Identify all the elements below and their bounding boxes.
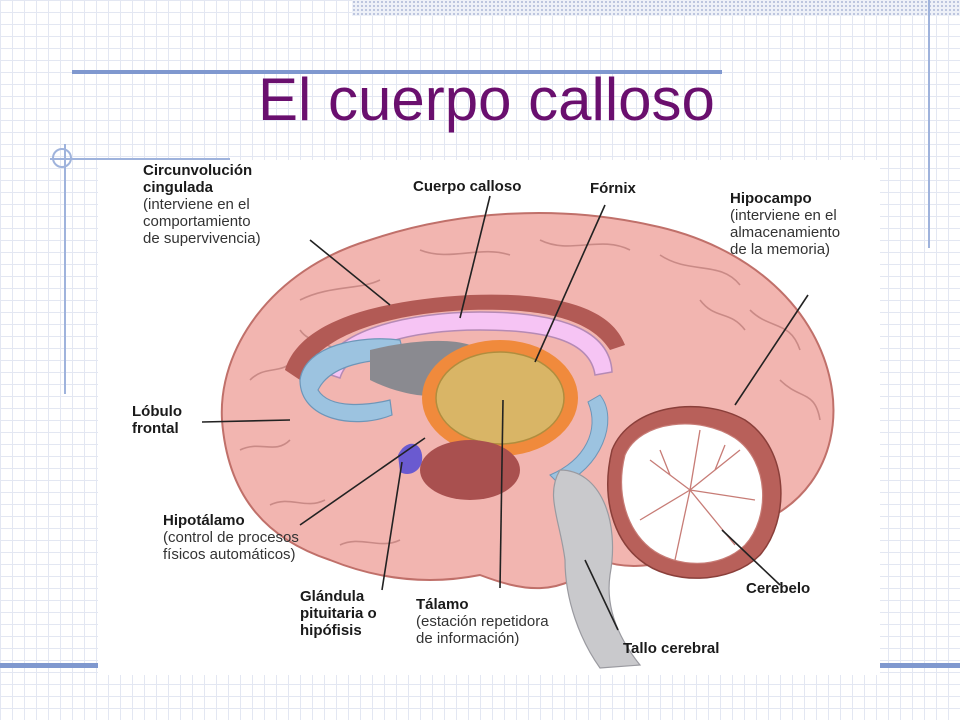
thalamus-title: Tálamo (416, 596, 469, 613)
hypothalamus-desc-1: (control de procesos (163, 529, 299, 546)
left-rule-horizontal (50, 158, 230, 160)
brain-illustration (201, 195, 835, 669)
arbor-vitae-lines (639, 429, 756, 561)
thalamus (435, 351, 565, 445)
title-rule (72, 70, 722, 74)
bottom-rule-right (880, 663, 960, 668)
frontal-lobe-title-2: frontal (132, 420, 179, 437)
pituitary-title-2: pituitaria o (300, 605, 377, 622)
brain-diagram: Circunvolución cingulada (interviene en … (98, 160, 880, 675)
leader-lines (201, 195, 809, 631)
label-cerebellum: Cerebelo (746, 580, 810, 597)
fornix-title: Fórnix (590, 180, 636, 197)
cingulate-desc-3: de supervivencia) (143, 230, 261, 247)
cingulate-title-1: Circunvolución (143, 162, 253, 179)
top-dotted-band (352, 0, 960, 16)
hypothalamus-title: Hipotálamo (163, 512, 245, 529)
cingulate-desc-1: (interviene en el (143, 196, 250, 213)
cerebellum-arbor (621, 423, 764, 564)
cerebellum-title: Cerebelo (746, 580, 811, 597)
label-cingulate: Circunvolución cingulada (interviene en … (143, 162, 261, 247)
brainstem-shape (552, 469, 642, 669)
bottom-rule-left (0, 663, 98, 668)
midbrain-tissue (420, 440, 520, 500)
label-pituitary: Glándula pituitaria o hipófisis (300, 588, 377, 639)
label-corpus-callosum: Cuerpo calloso (413, 178, 521, 195)
left-rule-vertical (64, 144, 66, 394)
slide-title: El cuerpo calloso (258, 66, 715, 133)
right-rule-vertical (928, 0, 930, 248)
pituitary-title-3: hipófisis (300, 622, 362, 639)
hypothalamus-desc-2: físicos automáticos) (163, 546, 296, 563)
label-frontal-lobe: Lóbulo frontal (132, 403, 182, 437)
pituitary-title-1: Glándula (300, 588, 365, 605)
corpus-callosum (321, 311, 613, 379)
brainstem-title: Tallo cerebral (623, 640, 720, 657)
label-brainstem: Tallo cerebral (623, 640, 719, 657)
cingulate-title-2: cingulada (143, 179, 214, 196)
label-fornix: Fórnix (590, 180, 636, 197)
pituitary-gland (398, 443, 423, 475)
cingulate-gyrus (285, 294, 625, 380)
corpus-callosum-title: Cuerpo calloso (413, 178, 522, 195)
thalamus-desc-1: (estación repetidora (416, 613, 549, 630)
frontal-lobe-title-1: Lóbulo (132, 403, 182, 420)
label-thalamus: Tálamo (estación repetidora de informaci… (416, 596, 549, 647)
hippocampus-title: Hipocampo (730, 190, 812, 207)
hippocampus-desc-3: de la memoria) (730, 241, 831, 258)
label-hypothalamus: Hipotálamo (control de procesos físicos … (163, 512, 299, 563)
thalamus-desc-2: de información) (416, 630, 520, 647)
hippocampus-desc-2: almacenamiento (730, 224, 841, 241)
cingulate-desc-2: comportamiento (143, 213, 251, 230)
label-hippocampus: Hipocampo (interviene en el almacenamien… (730, 190, 840, 258)
hippocampus-desc-1: (interviene en el (730, 207, 837, 224)
circle-ornament (52, 148, 72, 168)
